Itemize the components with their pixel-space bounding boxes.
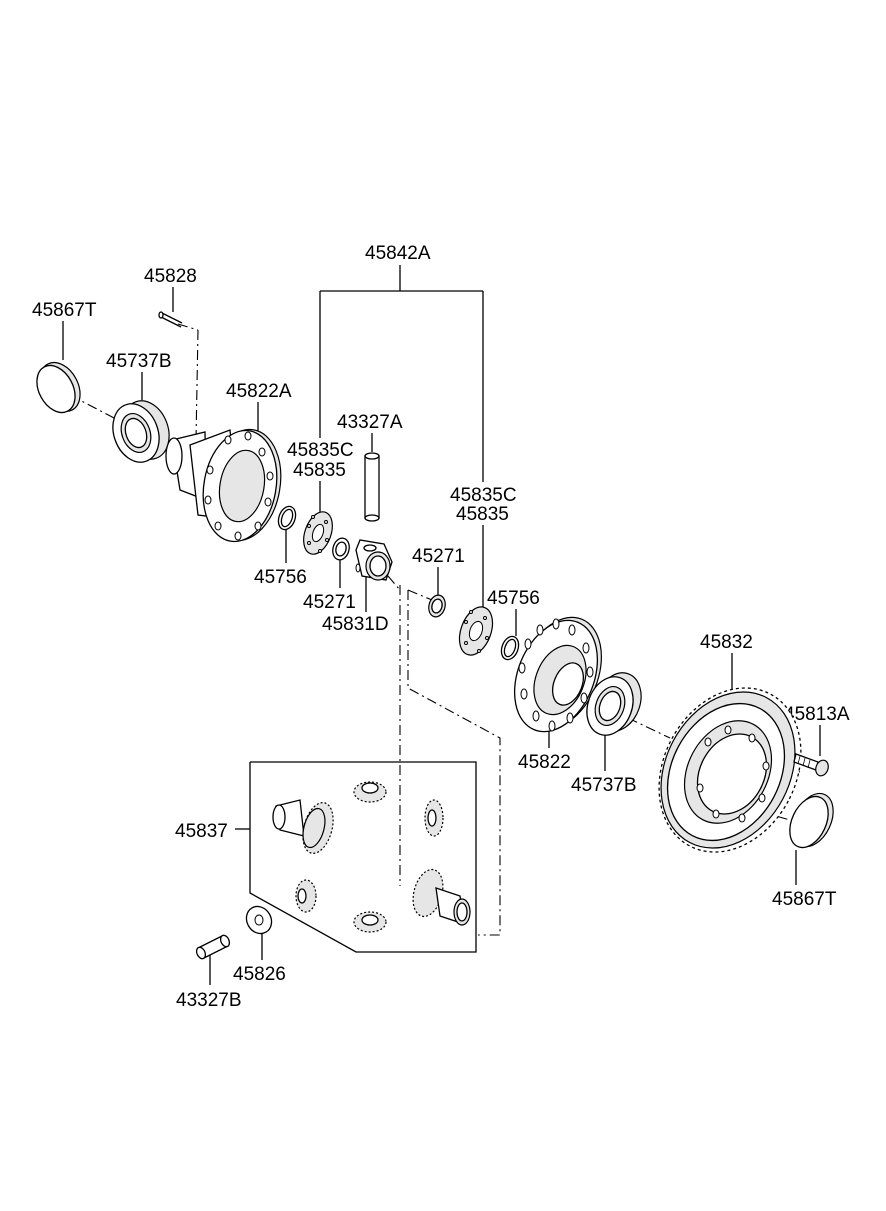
label-45835-right[interactable]: 45835	[456, 504, 509, 525]
label-45842A[interactable]: 45842A	[365, 243, 431, 264]
label-45756-right[interactable]: 45756	[487, 588, 540, 609]
pinion-gear-right-upper	[424, 799, 444, 837]
label-45271-right[interactable]: 45271	[412, 546, 465, 567]
diff-case-45822A[interactable]	[165, 424, 289, 548]
washer-45271-left[interactable]	[330, 536, 351, 561]
label-43327B[interactable]: 43327B	[176, 990, 242, 1011]
label-45837[interactable]: 45837	[175, 821, 228, 842]
thrust-washer-45867T-bottom[interactable]	[782, 787, 841, 854]
label-43327A[interactable]: 43327A	[337, 412, 403, 433]
label-45832[interactable]: 45832	[700, 632, 753, 653]
label-45737B-bottom[interactable]: 45737B	[571, 775, 637, 796]
bearing-45737B-bottom[interactable]	[579, 666, 649, 741]
label-45867T-top[interactable]: 45867T	[32, 300, 97, 321]
label-45828[interactable]: 45828	[144, 266, 197, 287]
ring-gear-45832[interactable]	[631, 663, 828, 877]
label-45822[interactable]: 45822	[518, 752, 571, 773]
bearing-45737B-top[interactable]	[105, 394, 177, 468]
label-45756-left[interactable]: 45756	[254, 567, 307, 588]
pinion-gear-bottom	[353, 911, 387, 933]
label-45867T-bottom[interactable]: 45867T	[772, 889, 837, 910]
side-gear-left	[272, 799, 334, 854]
label-45835C-left[interactable]: 45835C	[287, 440, 354, 461]
label-45835-left[interactable]: 45835	[293, 460, 346, 481]
thrust-plate-45835-left[interactable]	[298, 508, 337, 558]
bolt-45813A[interactable]	[793, 753, 830, 778]
label-45737B-top[interactable]: 45737B	[106, 351, 172, 372]
label-45835C-right[interactable]: 45835C	[450, 485, 517, 506]
washer-45826[interactable]	[242, 902, 277, 938]
label-45826[interactable]: 45826	[233, 964, 286, 985]
washer-45271-right[interactable]	[426, 593, 447, 618]
pin-45828[interactable]	[158, 311, 183, 328]
side-gear-right	[412, 868, 471, 926]
label-45813A[interactable]: 45813A	[784, 704, 850, 725]
thrust-plate-45835-right[interactable]	[453, 602, 498, 659]
pinion-shaft-43327A[interactable]	[364, 452, 380, 522]
snap-ring-45756-right[interactable]	[498, 634, 521, 662]
gear-set-45837[interactable]	[272, 781, 471, 933]
thrust-washer-45867T-top[interactable]	[29, 356, 88, 419]
label-45822A[interactable]: 45822A	[226, 381, 292, 402]
leader-lines	[62, 265, 821, 985]
spider-block-45831D[interactable]	[355, 539, 393, 581]
pinion-gear-left-lower	[295, 879, 317, 913]
label-45831D[interactable]: 45831D	[322, 614, 389, 635]
snap-ring-45756-left[interactable]	[275, 504, 298, 532]
shaft-43327B[interactable]	[195, 934, 231, 960]
label-45271-left[interactable]: 45271	[303, 592, 356, 613]
diff-case-45822[interactable]	[499, 605, 617, 744]
pinion-gear-top	[353, 781, 387, 803]
